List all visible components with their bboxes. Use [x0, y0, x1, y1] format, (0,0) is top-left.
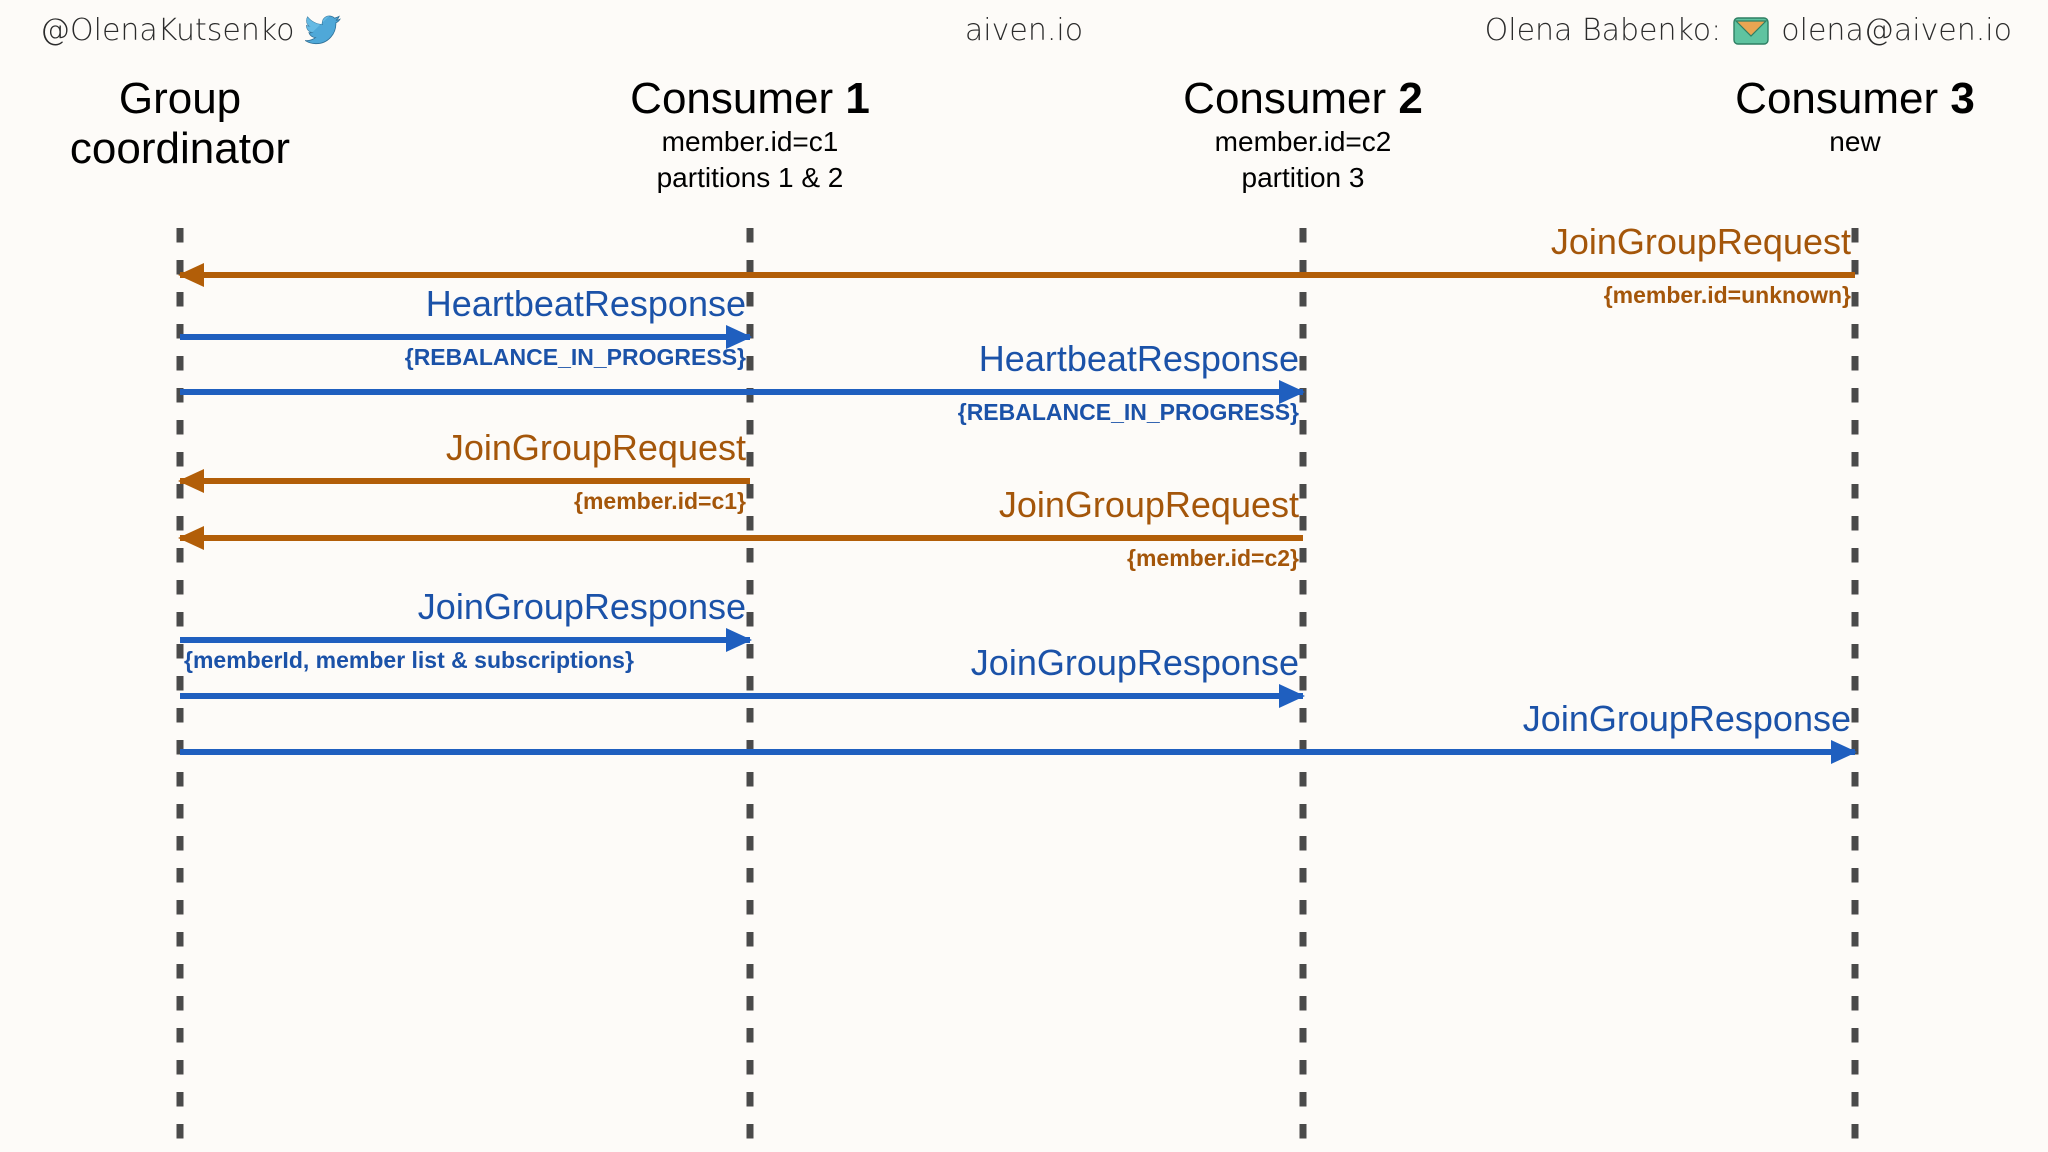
site-label: aiven.io — [0, 6, 2048, 54]
arrow-head-icon — [178, 526, 204, 550]
arrow-head-icon — [1279, 380, 1305, 404]
message-sublabel: {REBALANCE_IN_PROGRESS} — [404, 344, 746, 370]
arrow-head-icon — [1831, 740, 1857, 764]
message-sublabel: {REBALANCE_IN_PROGRESS} — [957, 399, 1299, 425]
lifeline-sub1-consumer3: new — [1829, 126, 1881, 157]
message-line — [180, 389, 1303, 395]
message-label: JoinGroupResponse — [1522, 698, 1851, 739]
message-label: HeartbeatResponse — [425, 283, 746, 324]
lifeline-consumer1 — [746, 228, 754, 1152]
message-label: JoinGroupRequest — [445, 427, 746, 468]
message-sublabel: {member.id=unknown} — [1603, 282, 1851, 308]
message-label: HeartbeatResponse — [978, 338, 1299, 379]
lifeline-sub2-consumer1: partitions 1 & 2 — [656, 162, 844, 193]
message-line — [180, 272, 1855, 278]
lifeline-title-number-consumer1: 1 — [845, 74, 870, 123]
lifeline-coordinator — [176, 228, 184, 1152]
message-line — [180, 637, 750, 643]
message-line — [180, 478, 750, 484]
message-line — [180, 334, 750, 340]
lifeline-title-consumer1: Consumer 1 — [630, 74, 870, 123]
lifeline-title2-coordinator: coordinator — [69, 124, 291, 173]
message-label: JoinGroupResponse — [970, 642, 1299, 683]
arrow-head-icon — [726, 628, 752, 652]
presenter-name: Olena Babenko: — [1484, 12, 1722, 48]
arrow-head-icon — [726, 325, 752, 349]
lifeline-title-number-consumer2: 2 — [1398, 74, 1423, 123]
bird-icon — [304, 15, 341, 45]
arrow-head-icon — [178, 469, 204, 493]
lifeline-sub1-consumer2: member.id=c2 — [1214, 126, 1392, 157]
message-line — [180, 693, 1303, 699]
lifeline-sub2-consumer2: partition 3 — [1241, 162, 1365, 193]
lifeline-title-consumer2: Consumer 2 — [1183, 74, 1423, 123]
message-sublabel: {member.id=c2} — [1127, 545, 1299, 571]
lifeline-sub1-consumer1: member.id=c1 — [661, 126, 839, 157]
message-label: JoinGroupRequest — [1550, 221, 1851, 262]
message-sublabel: {member.id=c1} — [574, 488, 746, 514]
lifeline-title-number-consumer3: 3 — [1950, 74, 1975, 123]
message-label: JoinGroupRequest — [998, 484, 1299, 525]
envelope-icon — [1733, 16, 1769, 45]
twitter-handle-group: @OlenaKutsenko — [40, 6, 341, 54]
presenter-contact-group: Olena Babenko: olena@aiven.io — [1485, 6, 2012, 54]
lifeline-title-coordinator: Group — [118, 74, 242, 123]
twitter-handle-text: @OlenaKutsenko — [40, 12, 295, 48]
presenter-email: olena@aiven.io — [1781, 12, 2012, 48]
message-line — [180, 749, 1855, 755]
lifeline-consumer3 — [1851, 228, 1859, 1152]
lifeline-title-consumer3: Consumer 3 — [1735, 74, 1975, 123]
message-line — [180, 535, 1303, 541]
site-label-text: aiven.io — [964, 12, 1084, 48]
message-label: JoinGroupResponse — [417, 586, 746, 627]
arrow-head-icon — [1279, 684, 1305, 708]
message-sublabel: {memberId, member list & subscriptions} — [184, 647, 634, 673]
arrow-head-icon — [178, 263, 204, 287]
